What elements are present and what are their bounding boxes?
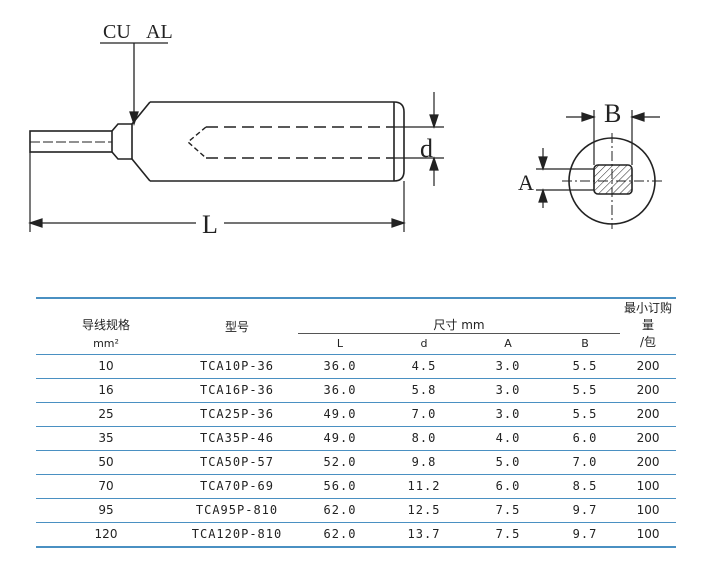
label-A: A xyxy=(518,170,534,195)
table-row: 120 TCA120P-810 62.0 13.7 7.5 9.7 100 xyxy=(36,522,677,548)
cell-model: TCA120P-810 xyxy=(176,522,298,548)
cell-A: 3.0 xyxy=(466,402,550,427)
dimension-A xyxy=(536,148,594,208)
cell-A: 4.0 xyxy=(466,426,550,451)
header-wire-unit: mm² xyxy=(36,333,176,355)
cell-A: 5.0 xyxy=(466,450,550,475)
header-col-A: A xyxy=(466,333,550,355)
cell-A: 3.0 xyxy=(466,378,550,403)
cell-size: 70 xyxy=(36,474,176,499)
cell-size: 25 xyxy=(36,402,176,427)
header-size: 尺寸 mm xyxy=(298,297,621,334)
cell-size: 50 xyxy=(36,450,176,475)
cell-size: 120 xyxy=(36,522,176,548)
cell-model: TCA35P-46 xyxy=(176,426,298,451)
cell-A: 3.0 xyxy=(466,354,550,379)
table-row: 25 TCA25P-36 49.0 7.0 3.0 5.5 200 xyxy=(36,402,677,427)
cell-d: 11.2 xyxy=(382,474,466,499)
cell-d: 12.5 xyxy=(382,498,466,523)
header-col-d: d xyxy=(382,333,466,355)
cell-L: 36.0 xyxy=(298,354,382,379)
cell-model: TCA25P-36 xyxy=(176,402,298,427)
cell-B: 5.5 xyxy=(550,402,621,427)
end-view xyxy=(562,133,662,229)
cell-qty: 200 xyxy=(620,354,677,379)
cell-qty: 200 xyxy=(620,426,677,451)
cell-B: 9.7 xyxy=(550,498,621,523)
label-B: B xyxy=(604,99,621,128)
cell-model: TCA95P-810 xyxy=(176,498,298,523)
cell-B: 5.5 xyxy=(550,378,621,403)
material-callout xyxy=(100,42,168,127)
cell-L: 49.0 xyxy=(298,426,382,451)
cell-B: 6.0 xyxy=(550,426,621,451)
cell-d: 13.7 xyxy=(382,522,466,548)
side-view xyxy=(29,101,405,182)
cell-A: 6.0 xyxy=(466,474,550,499)
dimension-d xyxy=(394,92,444,186)
cell-d: 5.8 xyxy=(382,378,466,403)
cell-qty: 100 xyxy=(620,474,677,499)
header-min-order: 最小订购量 xyxy=(620,297,677,333)
table-row: 95 TCA95P-810 62.0 12.5 7.5 9.7 100 xyxy=(36,498,677,523)
label-al: AL xyxy=(146,21,173,43)
table-row: 10 TCA10P-36 36.0 4.5 3.0 5.5 200 xyxy=(36,354,677,379)
table-row: 16 TCA16P-36 36.0 5.8 3.0 5.5 200 xyxy=(36,378,677,403)
cell-B: 8.5 xyxy=(550,474,621,499)
header-col-L: L xyxy=(298,333,382,355)
dimension-B xyxy=(566,110,660,165)
cell-L: 52.0 xyxy=(298,450,382,475)
cell-d: 9.8 xyxy=(382,450,466,475)
cell-size: 10 xyxy=(36,354,176,379)
cell-d: 4.5 xyxy=(382,354,466,379)
header-model: 型号 xyxy=(176,297,298,355)
cell-A: 7.5 xyxy=(466,498,550,523)
technical-drawing: CU AL L d B xyxy=(28,21,662,239)
cell-size: 35 xyxy=(36,426,176,451)
table-row: 70 TCA70P-69 56.0 11.2 6.0 8.5 100 xyxy=(36,474,677,499)
table-row: 35 TCA35P-46 49.0 8.0 4.0 6.0 200 xyxy=(36,426,677,451)
spec-table: 导线规格 型号 尺寸 mm 最小订购量 mm² L d A B /包 10 TC… xyxy=(36,297,677,548)
table-row: 50 TCA50P-57 52.0 9.8 5.0 7.0 200 xyxy=(36,450,677,475)
cell-model: TCA70P-69 xyxy=(176,474,298,499)
cell-d: 7.0 xyxy=(382,402,466,427)
cell-qty: 200 xyxy=(620,450,677,475)
cell-L: 49.0 xyxy=(298,402,382,427)
label-L: L xyxy=(202,210,218,239)
cell-model: TCA50P-57 xyxy=(176,450,298,475)
cell-L: 56.0 xyxy=(298,474,382,499)
cell-qty: 100 xyxy=(620,498,677,523)
cell-A: 7.5 xyxy=(466,522,550,548)
cell-size: 95 xyxy=(36,498,176,523)
cell-qty: 200 xyxy=(620,402,677,427)
cell-B: 9.7 xyxy=(550,522,621,548)
cell-qty: 100 xyxy=(620,522,677,548)
cell-qty: 200 xyxy=(620,378,677,403)
cell-model: TCA16P-36 xyxy=(176,378,298,403)
cell-L: 62.0 xyxy=(298,522,382,548)
cell-model: TCA10P-36 xyxy=(176,354,298,379)
cell-size: 16 xyxy=(36,378,176,403)
header-min-order-unit: /包 xyxy=(620,333,677,355)
header-col-B: B xyxy=(550,333,621,355)
cell-B: 7.0 xyxy=(550,450,621,475)
label-cu: CU xyxy=(103,21,131,43)
cell-B: 5.5 xyxy=(550,354,621,379)
header-wire-spec: 导线规格 xyxy=(36,297,176,333)
cell-L: 62.0 xyxy=(298,498,382,523)
label-d: d xyxy=(420,134,433,163)
cell-d: 8.0 xyxy=(382,426,466,451)
cell-L: 36.0 xyxy=(298,378,382,403)
